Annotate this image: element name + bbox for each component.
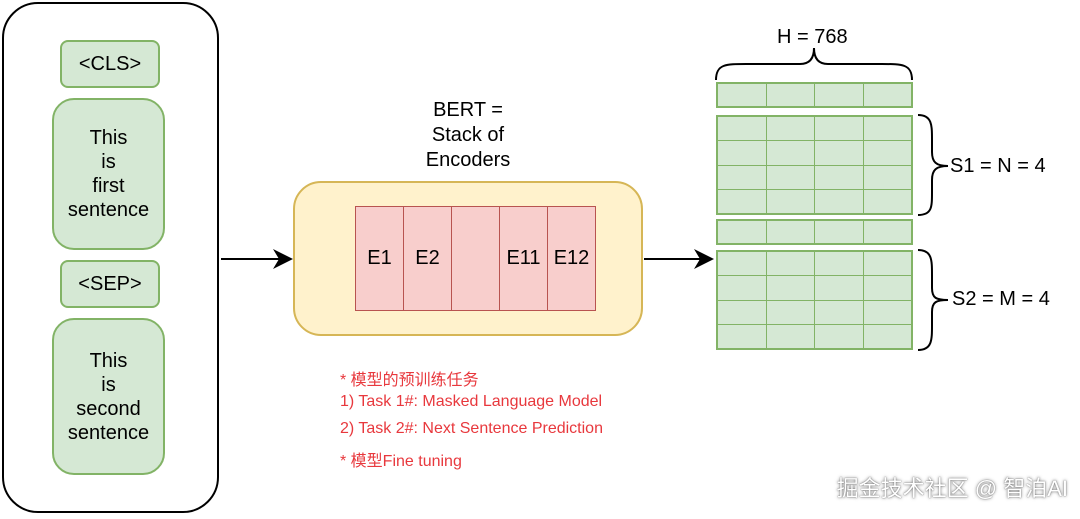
encoder-e1: E1 — [355, 206, 404, 311]
embedding-cell — [766, 117, 814, 141]
cls-token: <CLS> — [60, 40, 160, 88]
sentence-1-word: is — [101, 151, 116, 173]
embedding-cell — [766, 84, 814, 106]
hidden-size-brace — [715, 47, 913, 81]
embedding-cell — [718, 117, 766, 141]
embedding-cell — [815, 324, 863, 348]
embedding-cell — [863, 300, 911, 324]
encoder-e11: E11 — [499, 206, 548, 311]
embedding-cell — [766, 324, 814, 348]
bert-title-line: BERT = — [433, 99, 503, 121]
s2-output-grid — [716, 250, 913, 350]
s1-output-grid — [716, 115, 913, 215]
embedding-cell — [863, 141, 911, 165]
embedding-cell — [766, 276, 814, 300]
cls-token-label: <CLS> — [78, 53, 142, 75]
embedding-cell — [815, 221, 863, 243]
s2-size-label: S2 = M = 4 — [952, 288, 1050, 310]
embedding-cell — [766, 165, 814, 189]
sentence-2-word: sentence — [67, 421, 150, 444]
note-fine-tuning: * 模型Fine tuning — [340, 453, 462, 470]
embedding-cell — [863, 252, 911, 276]
embedding-cell — [815, 117, 863, 141]
embedding-cell — [718, 324, 766, 348]
encoder-label: E1 — [367, 247, 392, 269]
embedding-cell — [718, 221, 766, 243]
bert-title-line: Stack of — [431, 124, 505, 146]
s1-brace — [917, 114, 949, 216]
embedding-cell — [863, 276, 911, 300]
watermark: 掘金技术社区 @ 智泊AI — [836, 476, 1068, 501]
s1-size-label: S1 = N = 4 — [950, 155, 1046, 177]
sentence-1-word: This — [89, 127, 128, 149]
sep-output-row — [716, 219, 913, 245]
embedding-cell — [863, 324, 911, 348]
encoder-label: E12 — [553, 247, 590, 269]
embedding-cell — [863, 221, 911, 243]
embedding-cell — [718, 141, 766, 165]
sep-token: <SEP> — [60, 260, 160, 308]
bert-title-line: Encoders — [425, 149, 511, 171]
sentence-2-box: This is second sentence — [52, 318, 165, 475]
embedding-cell — [863, 84, 911, 106]
note-pretraining: * 模型的预训练任务 — [340, 372, 479, 389]
s2-brace — [917, 249, 949, 351]
embedding-cell — [863, 117, 911, 141]
note-task-2: 2) Task 2#: Next Sentence Prediction — [340, 420, 603, 437]
encoder-e2: E2 — [403, 206, 452, 311]
embedding-cell — [766, 252, 814, 276]
embedding-cell — [718, 189, 766, 213]
sep-token-label: <SEP> — [78, 273, 142, 295]
embedding-cell — [815, 189, 863, 213]
embedding-cell — [815, 252, 863, 276]
encoder-label: E11 — [506, 247, 541, 269]
encoder-e12: E12 — [547, 206, 596, 311]
embedding-cell — [718, 252, 766, 276]
embedding-cell — [766, 189, 814, 213]
embedding-cell — [863, 165, 911, 189]
sentence-1-word: sentence — [67, 199, 150, 221]
embedding-cell — [815, 84, 863, 106]
encoder-label: E2 — [415, 247, 440, 269]
sentence-1-word: first — [92, 175, 125, 197]
embedding-cell — [718, 276, 766, 300]
embedding-cell — [766, 221, 814, 243]
embedding-cell — [766, 141, 814, 165]
embedding-cell — [718, 300, 766, 324]
bert-title: BERT = Stack of Encoders — [393, 98, 543, 173]
embedding-cell — [718, 165, 766, 189]
hidden-size-label: H = 768 — [777, 26, 848, 48]
sentence-2-word: is — [101, 373, 116, 396]
input-panel — [2, 2, 219, 513]
embedding-cell — [766, 300, 814, 324]
encoder-stack: E1 E2 E11 E12 — [355, 206, 596, 311]
sentence-2-word: This — [89, 349, 128, 372]
embedding-cell — [863, 189, 911, 213]
note-task-1: 1) Task 1#: Masked Language Model — [340, 393, 603, 410]
sentence-2-word: second — [76, 397, 141, 420]
embedding-cell — [815, 141, 863, 165]
embedding-cell — [815, 300, 863, 324]
sentence-1-box: This is first sentence — [52, 98, 165, 250]
embedding-cell — [718, 84, 766, 106]
embedding-cell — [815, 276, 863, 300]
cls-output-row — [716, 82, 913, 108]
embedding-cell — [815, 165, 863, 189]
